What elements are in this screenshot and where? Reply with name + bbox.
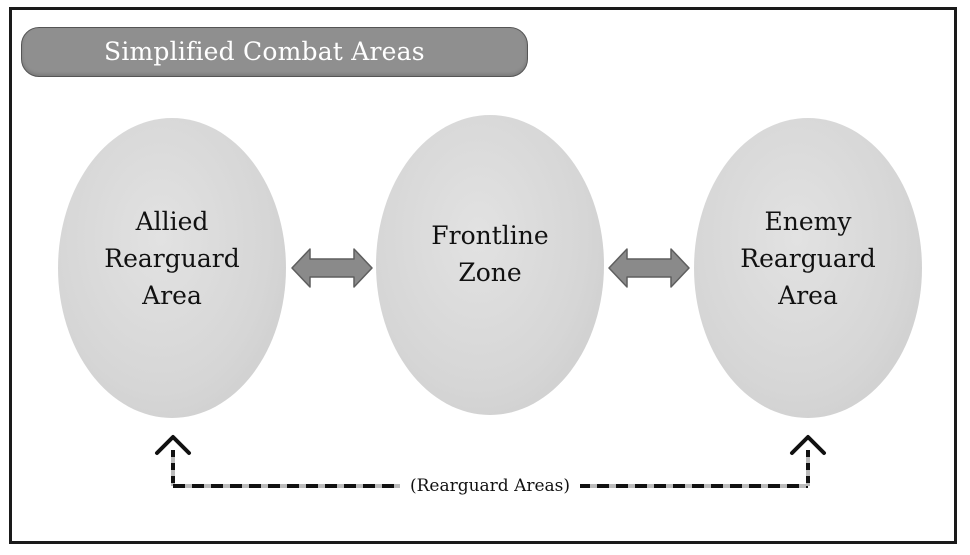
frontline-label-line-2: Zone xyxy=(458,258,522,287)
enemy-label-line-2: Rearguard xyxy=(740,243,876,273)
allied-label-line-1: Allied xyxy=(135,206,209,236)
frontline-zone: Frontline Zone xyxy=(376,115,604,415)
diagram-title: Simplified Combat Areas xyxy=(104,37,425,66)
frontline-zone-label: Frontline Zone xyxy=(431,217,548,291)
rearguard-bracket xyxy=(171,450,810,488)
allied-label-line-2: Rearguard xyxy=(104,243,240,273)
double-arrow-icon xyxy=(608,248,690,288)
rearguard-areas-label: (Rearguard Areas) xyxy=(400,472,580,500)
caret-up-icon xyxy=(155,435,191,455)
double-arrow-icon xyxy=(291,248,373,288)
frontline-label-line-1: Frontline xyxy=(431,221,549,250)
enemy-rearguard-area: Enemy Rearguard Area xyxy=(694,118,922,418)
title-banner: Simplified Combat Areas xyxy=(21,27,528,77)
allied-rearguard-label: Allied Rearguard Area xyxy=(104,203,239,314)
caret-up-icon xyxy=(790,435,826,455)
allied-rearguard-area: Allied Rearguard Area xyxy=(58,118,286,418)
enemy-label-line-1: Enemy xyxy=(764,206,852,236)
enemy-rearguard-label: Enemy Rearguard Area xyxy=(740,203,875,314)
enemy-label-line-3: Area xyxy=(778,280,838,310)
allied-label-line-3: Area xyxy=(142,280,202,310)
